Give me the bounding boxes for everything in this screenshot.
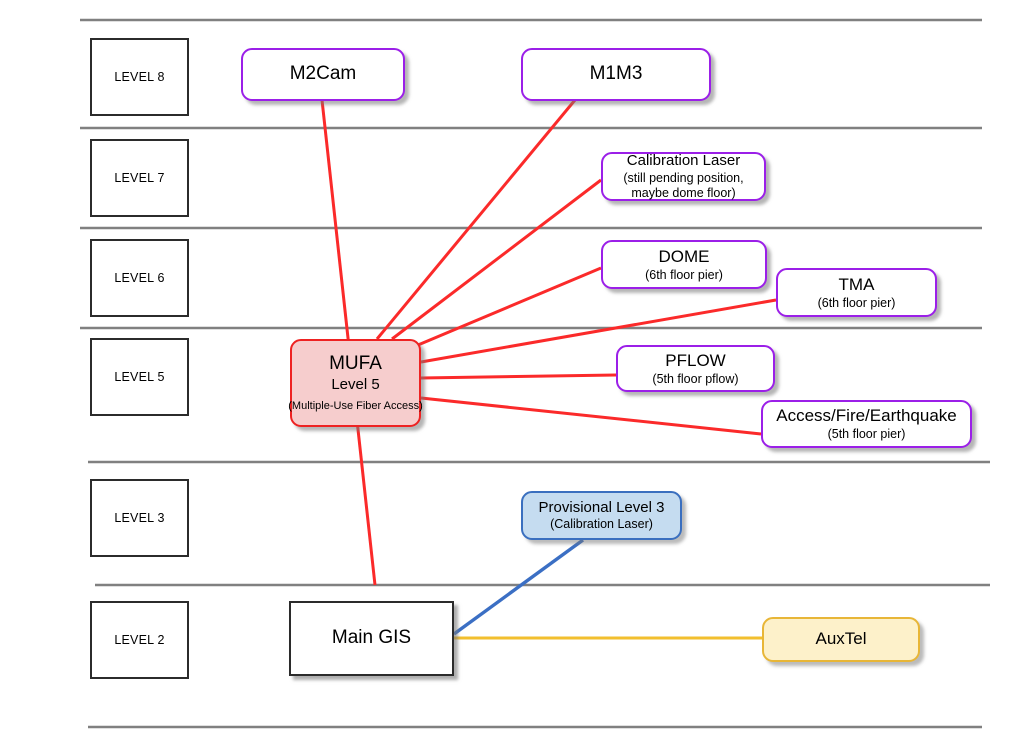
node-tma-title: TMA [838, 274, 875, 294]
level-box-label: LEVEL 5 [114, 369, 165, 384]
level-box-2: LEVEL 2 [90, 601, 189, 679]
level-box-8: LEVEL 8 [90, 38, 189, 116]
level-box-label: LEVEL 3 [114, 510, 165, 525]
node-m1m3-title: M1M3 [589, 63, 643, 85]
level-box-5: LEVEL 5 [90, 338, 189, 416]
link-mufa-m1m3[interactable] [375, 99, 577, 340]
node-access-fire-earthquake-title: Access/Fire/Earthquake [776, 406, 957, 426]
node-dome[interactable]: DOME(6th floor pier) [601, 240, 767, 289]
node-auxtel[interactable]: AuxTel [762, 617, 920, 662]
node-calibration-laser[interactable]: Calibration Laser(still pending position… [601, 152, 766, 201]
node-access-fire-earthquake-subtitle: (5th floor pier) [827, 427, 906, 442]
node-m2cam-title: M2Cam [289, 63, 357, 85]
node-provisional-level-3-title: Provisional Level 3 [538, 498, 665, 516]
node-tma[interactable]: TMA(6th floor pier) [776, 268, 937, 317]
level-box-6: LEVEL 6 [90, 239, 189, 317]
node-mufa-subtitle-2: (Multiple-Use Fiber Access) [288, 400, 423, 413]
link-provisional-level3-main-gis[interactable] [452, 538, 585, 636]
link-mufa-pflow[interactable] [420, 373, 617, 380]
level-box-label: LEVEL 7 [114, 170, 165, 185]
node-mufa-title: MUFA [329, 352, 382, 374]
node-pflow-title: PFLOW [665, 350, 726, 370]
node-calibration-laser-subtitle: (still pending position, [623, 171, 744, 186]
level-box-label: LEVEL 2 [114, 632, 165, 647]
node-auxtel-title: AuxTel [815, 629, 867, 649]
node-mufa-subtitle: Level 5 [331, 376, 380, 394]
level-box-label: LEVEL 8 [114, 69, 165, 84]
node-pflow-subtitle: (5th floor pflow) [652, 371, 739, 386]
node-main-gis-title: Main GIS [331, 627, 412, 649]
node-dome-subtitle: (6th floor pier) [645, 267, 723, 282]
node-main-gis[interactable]: Main GIS [289, 601, 454, 676]
node-mufa[interactable]: MUFA Level 5 (Multiple-Use Fiber Access) [288, 339, 423, 427]
level-box-7: LEVEL 7 [90, 139, 189, 217]
level-box-label: LEVEL 6 [114, 270, 165, 285]
link-mufa-access-fire-earthquake[interactable] [420, 396, 762, 436]
level-separator-lines [80, 18, 990, 729]
node-m1m3[interactable]: M1M3 [521, 48, 711, 101]
link-mufa-tma[interactable] [420, 298, 777, 364]
node-pflow[interactable]: PFLOW(5th floor pflow) [616, 345, 775, 392]
node-calibration-laser-title: Calibration Laser [626, 152, 741, 170]
link-mufa-calibration-laser[interactable] [391, 178, 602, 341]
level-box-3: LEVEL 3 [90, 479, 189, 557]
link-mufa-dome[interactable] [417, 266, 602, 347]
node-provisional-level-3-subtitle: (Calibration Laser) [550, 517, 653, 532]
node-m2cam[interactable]: M2Cam [241, 48, 405, 101]
node-provisional-level-3[interactable]: Provisional Level 3(Calibration Laser) [521, 491, 682, 540]
node-dome-title: DOME [658, 246, 710, 266]
node-calibration-laser-subtitle-2: maybe dome floor) [631, 185, 736, 200]
node-access-fire-earthquake[interactable]: Access/Fire/Earthquake(5th floor pier) [761, 400, 972, 448]
connection-lines [320, 99, 777, 640]
node-tma-subtitle: (6th floor pier) [817, 295, 896, 310]
